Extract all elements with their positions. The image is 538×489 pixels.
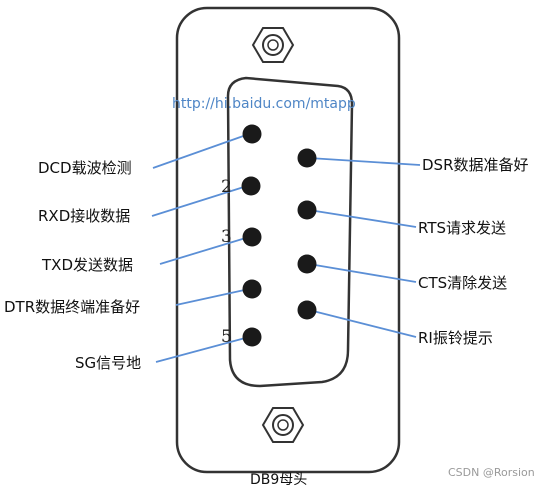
caption: DB9母头 [250,472,307,488]
label-txd: TXD发送数据 [41,256,133,274]
pin-2 [241,176,261,196]
leader-line-txd [159,236,250,265]
pin-7 [297,200,317,220]
pin-8 [297,254,317,274]
label-dtr: DTR数据终端准备好 [4,298,140,316]
leader-line-cts [308,263,417,283]
pin-3 [242,227,262,247]
label-ri: RI振铃提示 [418,329,493,347]
leader-line-dtr [175,288,250,306]
connector-shell [175,6,401,474]
leader-line-ri [308,309,417,338]
watermark: CSDN @Rorsion [448,466,535,479]
label-dcd: DCD载波检测 [38,159,132,177]
pin-number-3: 3 [221,227,232,247]
leader-line-dsr [308,157,421,166]
leader-line-rxd [151,185,248,217]
pin-1 [242,124,262,144]
label-rts: RTS请求发送 [418,219,506,237]
label-dsr: DSR数据准备好 [422,156,529,174]
top-mounting-nut [251,27,295,63]
pin-number-2: 2 [221,177,232,197]
pin-5 [242,327,262,347]
label-rxd: RXD接收数据 [38,207,130,225]
leader-line-rts [308,209,417,228]
label-sg: SG信号地 [75,354,141,372]
label-cts: CTS清除发送 [418,274,507,292]
pin-number-5: 5 [221,327,232,347]
pin-6 [297,148,317,168]
pin-4 [242,279,262,299]
bottom-mounting-nut [261,407,305,443]
leader-line-dcd [152,133,250,169]
url-label: http://hi.baidu.com/mtapp [172,96,356,112]
d-socket-outline [226,76,354,388]
leader-line-sg [155,336,250,363]
pin-9 [297,300,317,320]
